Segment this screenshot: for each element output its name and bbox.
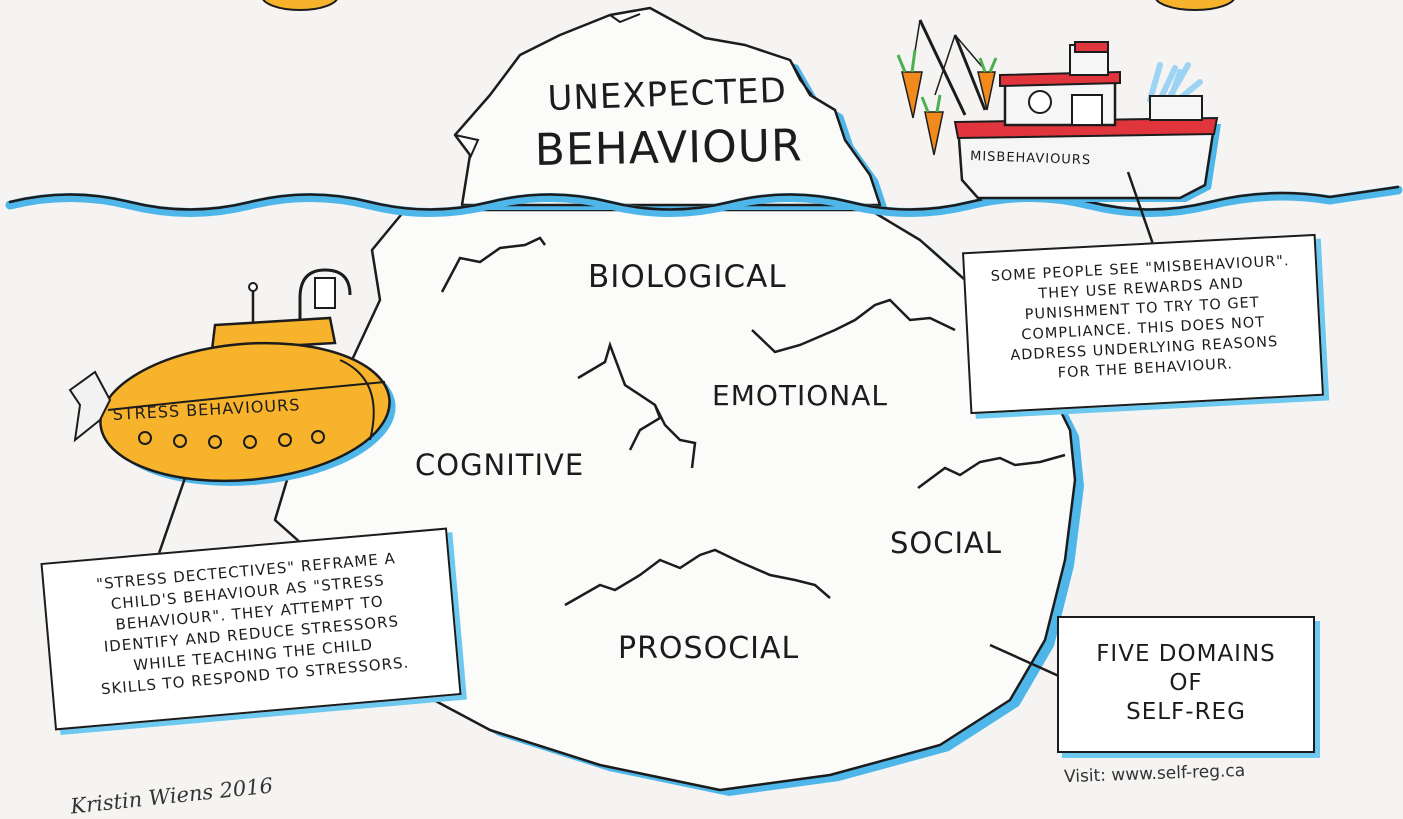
domains-line: SELF-REG [1126,699,1246,725]
fishing-rod [918,19,987,116]
boat-stacks [1147,62,1203,103]
domain-prosocial: PROSOCIAL [618,631,799,666]
boat-label: MISBEHAVIOURS [970,149,1091,168]
water-line-color [5,185,1403,217]
periscope-head [314,277,336,309]
porthole-icon [173,434,187,448]
antenna-ball [248,282,258,292]
crack-emotional [751,298,956,354]
submarine-pointer-line [153,477,187,566]
carrot-icon [901,71,923,119]
stress-detectives-note: "Stress dectectives" reframe a child's b… [40,527,462,731]
crack-social [917,453,1066,490]
domain-social: SOCIAL [890,526,1002,560]
carrot-icon [977,71,996,111]
crack-biological [440,236,547,293]
submarine-body [99,341,391,483]
domains-line: FIVE DOMAINS [1096,641,1276,667]
boat-stack-base [1149,95,1203,121]
submarine-stripe [107,381,386,411]
submarine-nose-line [339,359,375,441]
iceberg-tip [453,6,882,207]
domain-emotional: EMOTIONAL [712,379,888,412]
periscope-icon [298,268,352,320]
misbehaviour-note: Some people see "misbehaviour". They use… [962,233,1324,415]
crack-prosocial [564,548,831,607]
propeller-icon [68,370,112,443]
carrot-icon [924,111,944,156]
iceberg-tip-detail [454,13,813,159]
crack-cognitive [577,341,697,469]
porthole-icon [278,433,292,447]
domain-biological: BIOLOGICAL [588,259,787,295]
porthole-icon [243,435,257,449]
submarine: STRESS BEHAVIOURS [68,268,396,486]
boat-pointer-line [1126,171,1157,251]
porthole-icon [1028,90,1052,114]
boat-bridge-top [1074,41,1109,53]
cropped-shape-left [262,0,338,11]
carrot-leaves [896,49,998,113]
porthole-icon [208,435,222,449]
boat: MISBEHAVIOURS [896,19,1221,202]
porthole-icon [138,431,152,445]
five-domains-box: FIVE DOMAINS OF SELF-REG [1057,616,1315,753]
cropped-shape-right [1155,0,1235,11]
porthole-icon [311,430,325,444]
water-line [8,185,1400,211]
domains-line: OF [1169,670,1203,696]
tip-label-line1: UNEXPECTED [547,71,788,119]
domain-cognitive: COGNITIVE [415,448,584,482]
tip-label-line2: BEHAVIOUR [534,120,803,176]
iceberg-underwater [273,208,1077,792]
boat-door [1071,94,1103,126]
submarine-tower [210,316,337,352]
